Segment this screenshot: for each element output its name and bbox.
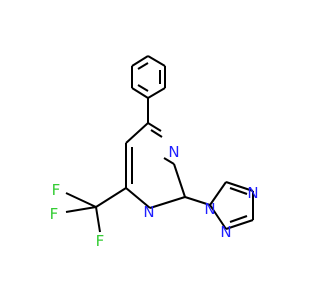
pyrimidine-triazole-bond [184, 196, 211, 206]
phenyl-bond [131, 55, 149, 67]
trifluoromethyl-bond [95, 206, 101, 233]
trifluoromethyl-bond [65, 206, 97, 213]
pyrimidine-bond [163, 157, 175, 165]
atom-label-nitrogen: N [143, 203, 154, 221]
pyrimidine-bond [147, 122, 162, 132]
atom-labels: N N N N N F F F [50, 143, 259, 250]
triazole-bond [209, 181, 227, 206]
pyrimidine-bond [125, 122, 149, 144]
bonds [65, 55, 254, 233]
triazole-double-bond [229, 187, 248, 195]
triazole-double-bond [229, 215, 248, 223]
triazole-bond [225, 219, 254, 230]
phenyl-double-bond [137, 62, 149, 70]
pyrimidine-bond [149, 196, 186, 209]
trifluoromethyl-bond [95, 187, 127, 208]
atom-label-nitrogen: N [168, 143, 179, 161]
triazole-bond [225, 181, 254, 192]
pyrimidine-bond [125, 187, 151, 209]
pyrimidine-bond [173, 163, 186, 198]
pyrimidine-double-bond [150, 129, 163, 138]
phenyl-bond [147, 55, 166, 67]
phenyl-double-bond [137, 84, 149, 92]
phenyl-bond [147, 87, 166, 99]
atom-label-nitrogen: N [220, 223, 231, 241]
atom-label-fluorine: F [52, 181, 61, 199]
atom-label-fluorine: F [50, 205, 59, 223]
trifluoromethyl-bond [65, 192, 97, 208]
triazole-bond [209, 204, 227, 230]
atom-label-nitrogen: N [247, 184, 258, 202]
phenyl-bond [131, 87, 149, 99]
molecule-structure-diagram: N N N N N F F F [49, 55, 259, 250]
atom-label-nitrogen: N [204, 200, 215, 218]
atom-label-fluorine: F [96, 232, 105, 250]
